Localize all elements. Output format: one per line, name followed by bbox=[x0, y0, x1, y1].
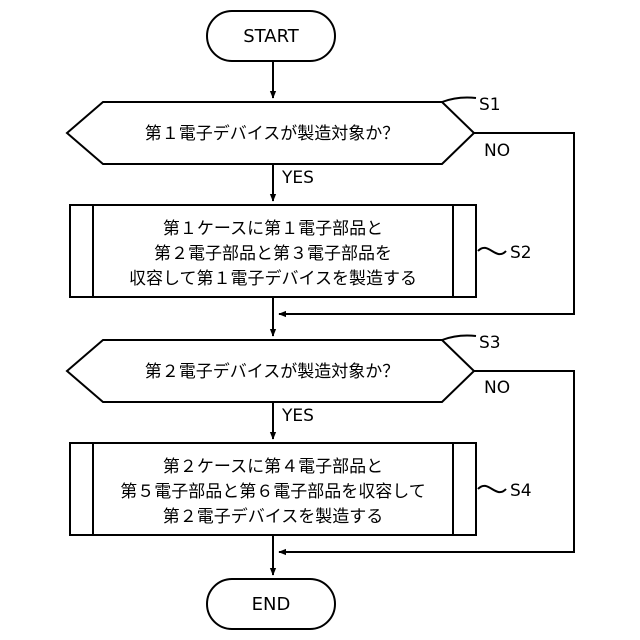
process-2-line-1: 第２ケースに第４電子部品と bbox=[163, 457, 383, 477]
process-1-line-3: 収容して第１電子デバイスを製造する bbox=[129, 268, 417, 289]
step-s4-label: S4 bbox=[510, 481, 532, 501]
process-2-line-2: 第５電子部品と第６電子部品を収容して bbox=[120, 482, 426, 502]
decision-2: 第２電子デバイスが製造対象か？ S3 NO YES bbox=[67, 333, 510, 426]
step-s3-label: S3 bbox=[479, 333, 501, 353]
process-2-line-3: 第２電子デバイスを製造する bbox=[163, 506, 384, 527]
decision-2-no-label: NO bbox=[484, 378, 510, 398]
process-1-line-2: 第２電子部品と第３電子部品を bbox=[154, 244, 392, 264]
process-2: 第２ケースに第４電子部品と 第５電子部品と第６電子部品を収容して 第２電子デバイ… bbox=[70, 443, 532, 535]
step-s1-label: S1 bbox=[479, 95, 501, 115]
decision-1-no-label: NO bbox=[484, 141, 510, 161]
end-terminal: END bbox=[207, 579, 335, 629]
decision-1-text: 第１電子デバイスが製造対象か？ bbox=[145, 123, 400, 144]
process-1: 第１ケースに第１電子部品と 第２電子部品と第３電子部品を 収容して第１電子デバイ… bbox=[70, 205, 532, 297]
decision-1: 第１電子デバイスが製造対象か？ S1 NO YES bbox=[67, 95, 510, 188]
step-s2-label: S2 bbox=[510, 243, 532, 263]
start-label: START bbox=[243, 26, 300, 47]
start-terminal: START bbox=[207, 11, 335, 61]
decision-1-yes-label: YES bbox=[281, 168, 314, 188]
decision-2-yes-label: YES bbox=[281, 406, 314, 426]
end-label: END bbox=[252, 594, 291, 615]
process-1-line-1: 第１ケースに第１電子部品と bbox=[163, 219, 383, 239]
decision-2-text: 第２電子デバイスが製造対象か？ bbox=[145, 361, 400, 382]
